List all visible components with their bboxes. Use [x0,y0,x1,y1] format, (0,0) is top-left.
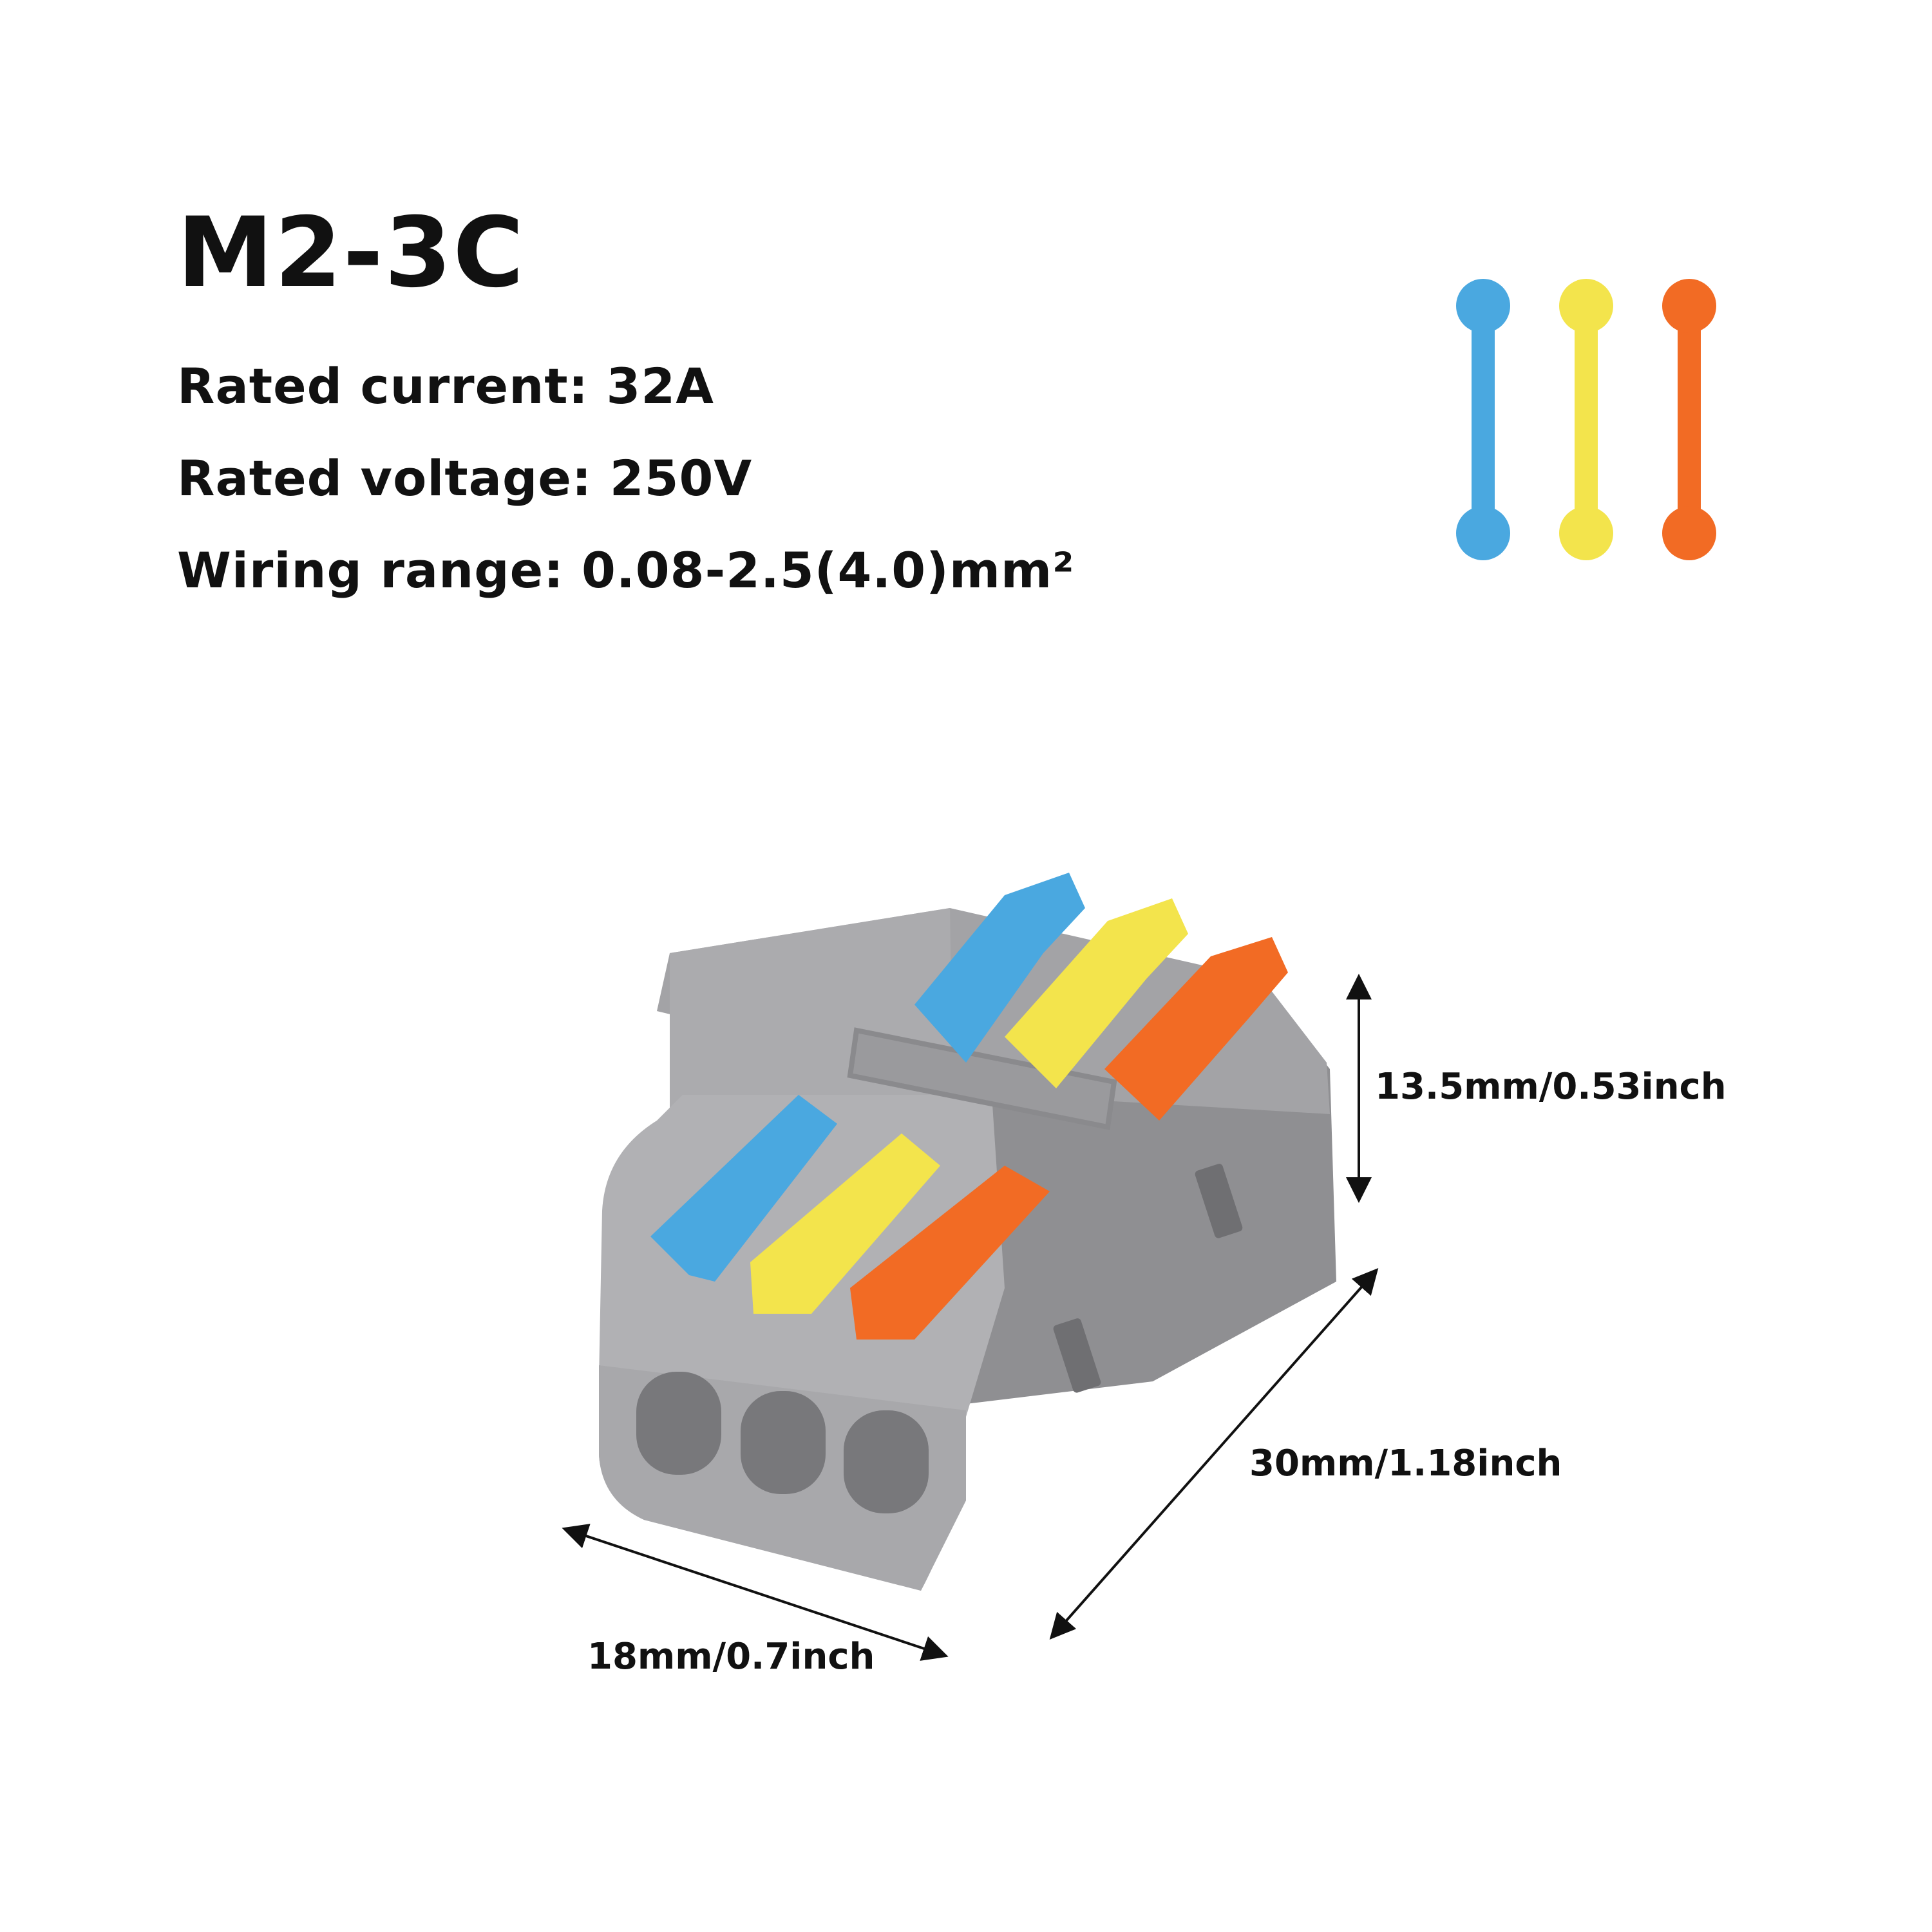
length-dimension-arrow [1049,1268,1379,1640]
product-model-title: M2-3C [177,197,526,309]
width-dimension-arrow [562,1524,949,1661]
blue-strip-icon [1456,279,1510,560]
length-dimension-label: 30mm/1.18inch [1249,1443,1562,1484]
spec-rated-current: Rated current: 32A [177,357,715,415]
orange-strip-icon [1662,279,1716,560]
wire-hole-1 [636,1372,721,1475]
front-lever-orange [850,1166,1050,1340]
front-lever-blue [650,1095,837,1282]
spec-rated-voltage: Rated voltage: 250V [177,450,753,507]
yellow-strip-icon [1559,279,1613,560]
front-lever-yellow [750,1133,940,1314]
wire-hole-3 [844,1410,929,1513]
width-dimension-label: 18mm/0.7inch [587,1636,875,1678]
rear-lever-yellow [1005,898,1188,1088]
rear-lever-orange [1104,937,1288,1121]
wire-hole-2 [741,1391,826,1494]
spec-wiring-range: Wiring range: 0.08-2.5(4.0)mm² [177,542,1075,599]
rear-lever-blue [914,873,1085,1063]
wire-color-legend [1456,279,1716,560]
wire-connector-image [599,873,1336,1591]
height-dimension-label: 13.5mm/0.53inch [1375,1066,1727,1108]
